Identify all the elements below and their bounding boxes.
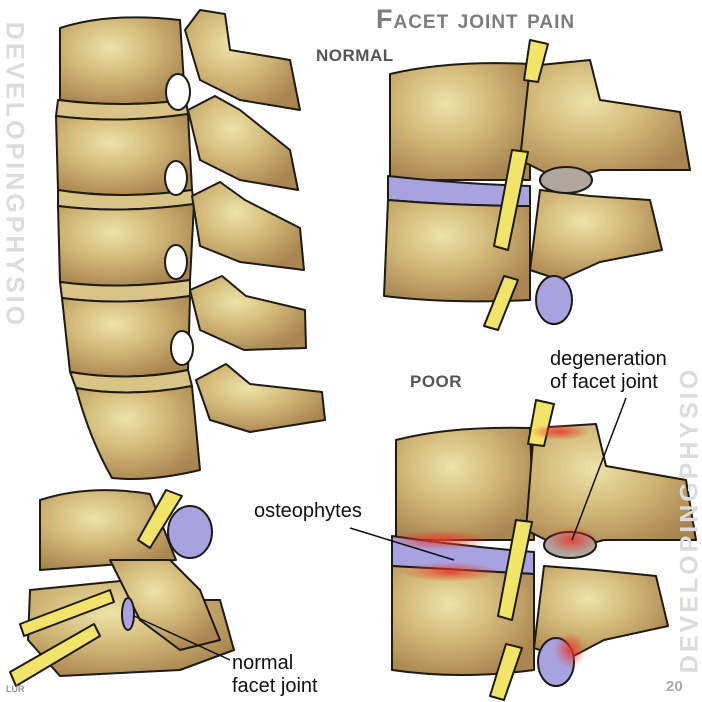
osteophytes-callout: osteophytes	[254, 500, 362, 522]
nerve-root-lower	[483, 275, 519, 331]
oblique-nerve-lower	[9, 623, 101, 687]
normal-facet-callout-line2: facet joint	[232, 675, 318, 697]
nerve-root-descending-poor	[497, 519, 533, 621]
foramen-1	[165, 73, 191, 111]
osteophyte-inflammation-lower	[402, 562, 498, 582]
foramen-2	[164, 160, 188, 196]
foramen-3	[164, 244, 188, 280]
lumbar-spine-column	[55, 9, 326, 480]
facet-joint-normal	[539, 166, 593, 194]
lower-facet-process	[529, 189, 663, 281]
leader-osteophytes	[349, 527, 455, 561]
artist-credit: LUR	[6, 684, 25, 694]
oblique-facet-process	[109, 559, 221, 651]
nerve-root-descending	[493, 149, 529, 251]
spinous-process-2	[187, 95, 299, 191]
oblique-nerve-upper	[137, 489, 183, 549]
oblique-nerve-left	[19, 589, 115, 637]
nerve-root-lower-poor	[489, 643, 523, 701]
watermark-left: DEVELOPINGPHYSIO	[0, 21, 29, 329]
osteophyte-inflammation-upper	[390, 530, 490, 550]
vertebral-body-4	[61, 295, 191, 378]
normal-label: NORMAL	[316, 46, 394, 65]
oblique-facet-joint	[121, 597, 135, 631]
normal-segment-illustration	[383, 39, 691, 331]
page-title: Facet joint pain	[376, 4, 576, 34]
oblique-segment-illustration	[9, 489, 235, 687]
poor-label: POOR	[410, 372, 463, 391]
leader-normal-facet	[133, 615, 231, 661]
normal-facet-callout-line1: normal	[232, 652, 294, 674]
normal-facet-callout: normal facet joint	[232, 652, 318, 698]
page-number: 20	[666, 678, 683, 695]
upper-facet-process	[519, 59, 691, 181]
foramen-4	[170, 330, 194, 366]
inflammation-highlights	[390, 424, 598, 668]
spinous-process-5	[195, 363, 326, 433]
nerve-root-upper	[523, 39, 549, 83]
spinous-process-4	[189, 275, 307, 351]
vertebral-body-5	[75, 385, 201, 480]
degeneration-callout-line1: degeneration	[550, 348, 667, 370]
spinous-process-1	[184, 9, 301, 111]
disc-side-inflammation	[554, 632, 586, 668]
leader-degeneration	[571, 397, 627, 541]
watermark-right: DEVELOPINGPHYSIO	[675, 366, 702, 674]
poor-segment-illustration	[391, 399, 697, 701]
top-inflammation	[530, 424, 590, 440]
disc-side-normal	[535, 275, 573, 325]
upper-vertebra-body-poor	[395, 426, 535, 541]
degeneration-callout: degeneration of facet joint	[550, 348, 667, 394]
spinous-process-3	[191, 181, 305, 271]
lower-vertebra-body	[383, 199, 531, 303]
upper-facet-process-poor	[525, 423, 697, 551]
degeneration-callout-line2: of facet joint	[550, 371, 658, 393]
leader-lines	[133, 397, 627, 661]
oblique-disc	[167, 505, 213, 559]
